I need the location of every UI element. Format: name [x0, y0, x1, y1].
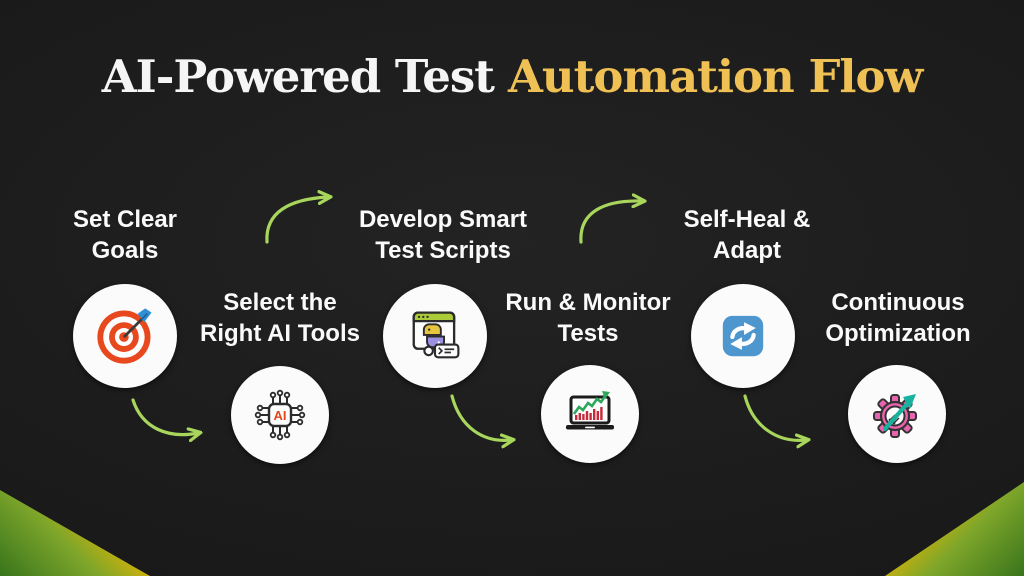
step-label: Run & Monitor Tests — [483, 287, 693, 349]
step-label: Self-Heal & Adapt — [642, 204, 852, 266]
step-label-line2: Goals — [91, 237, 159, 264]
step-label: Select the Right AI Tools — [175, 287, 385, 349]
step-label-line2: Adapt — [713, 237, 781, 264]
arrow-step3-to-step4 — [450, 394, 511, 440]
step-label-line1: Self-Heal & — [683, 206, 811, 233]
step-label-line1: Continuous — [831, 289, 965, 316]
sync-arrows-icon — [722, 315, 764, 357]
step-circle — [691, 284, 795, 388]
step-label-line1: Run & Monitor — [505, 289, 671, 316]
step-label: Develop Smart Test Scripts — [338, 204, 548, 266]
step-label-line2: Tests — [557, 320, 619, 347]
step-label-line1: Select the — [223, 289, 337, 316]
title-part-accent: Automation Flow — [507, 50, 923, 103]
step-label-line2: Optimization — [825, 320, 971, 347]
corner-accent-right — [885, 482, 1024, 576]
step-circle — [73, 284, 177, 388]
arrow-step5-to-step6 — [743, 394, 806, 440]
step-label-line2: Test Scripts — [375, 237, 511, 264]
corner-accent-left — [0, 490, 150, 576]
ai-chip-icon: AI — [254, 389, 306, 441]
arrow-step1-to-step2 — [131, 398, 198, 435]
title-part-primary: AI-Powered Test — [101, 50, 495, 103]
step-label-line1: Set Clear — [72, 206, 178, 233]
step-label: Set Clear Goals — [20, 204, 230, 266]
target-icon — [97, 308, 152, 364]
step-label: Continuous Optimization — [793, 287, 1003, 349]
step-circle — [848, 365, 946, 463]
python-window-icon — [412, 311, 460, 359]
step-label-line1: Develop Smart — [358, 206, 528, 233]
ai-chip-text: AI — [274, 408, 287, 423]
gear-arrow-icon — [873, 394, 917, 438]
step-label-line2: Right AI Tools — [200, 320, 360, 347]
arrow-step4-to-step5 — [579, 201, 642, 244]
step-circle — [541, 365, 639, 463]
arrow-step2-to-step3 — [265, 197, 328, 244]
laptop-chart-icon — [566, 391, 614, 430]
step-circle: AI — [231, 366, 329, 464]
step-circle — [383, 284, 487, 388]
